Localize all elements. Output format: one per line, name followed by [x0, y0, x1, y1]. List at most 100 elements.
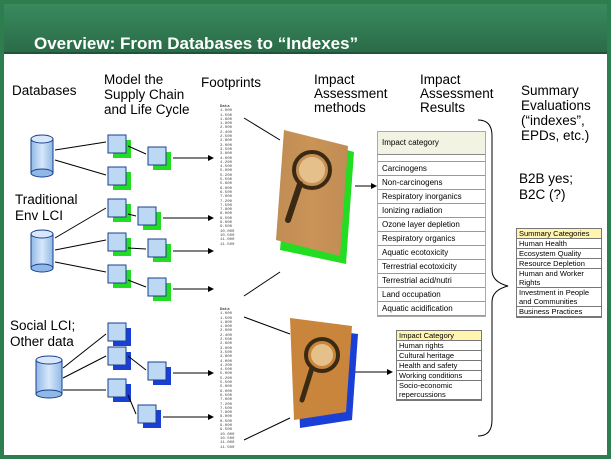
table-row: Health and safety	[397, 361, 481, 371]
footprint-value: 9.500	[220, 225, 233, 230]
table-row: Human rights	[397, 341, 481, 351]
footprint-value: 5.200	[220, 173, 233, 178]
footprint-value: 7.800	[220, 208, 233, 213]
table-row: Socio-economic repercussions	[397, 381, 481, 400]
footprint-value: 4.200	[220, 363, 233, 368]
table-row: Working conditions	[397, 371, 481, 381]
label-b2b-1: B2B yes;	[519, 171, 574, 186]
footprint-value: 5.200	[220, 376, 233, 381]
label-social-2: Other data	[10, 334, 74, 349]
database-cylinder-3	[35, 355, 63, 399]
header-summary-4: EPDs, etc.)	[521, 128, 590, 143]
slide-title: Overview: From Databases to “Indexes”	[34, 34, 359, 53]
header-methods-1: Impact	[314, 72, 355, 87]
footprint-value: 2.400	[220, 130, 233, 135]
footprint-value: 7.200	[220, 199, 233, 204]
footprint-value: 4.500	[220, 165, 233, 170]
header-model-3: and Life Cycle	[104, 102, 190, 117]
table-row: Terrestrial acid/nutri	[378, 274, 485, 288]
footprint-value: 2.500	[220, 338, 233, 343]
title-bar	[4, 4, 607, 54]
table-row: Ionizing radiation	[378, 204, 485, 218]
social-supply-chain-boxes	[107, 322, 171, 428]
footprint-value: 8.500	[220, 216, 233, 221]
footprint-value: 2.400	[220, 333, 233, 338]
header-results-3: Results	[420, 100, 466, 115]
footprint-value: 1.500	[220, 316, 233, 321]
footprint-value: 11.500	[220, 445, 235, 450]
footprint-value: 3.000	[220, 143, 233, 148]
header-databases: Databases	[12, 83, 77, 98]
footprint-arrows	[163, 155, 214, 420]
footprint-value: 7.500	[220, 406, 233, 411]
label-traditional-2: Env LCI	[15, 208, 64, 223]
header-model-2: Supply Chain	[104, 87, 185, 102]
footprint-value: 7.200	[220, 402, 233, 407]
header-model-1: Model the	[104, 72, 164, 87]
footprint-value: 1.800	[220, 117, 233, 122]
footprint-value: 3.500	[220, 350, 233, 355]
footprint-value: 6.500	[220, 190, 233, 195]
footprint-value: 3.800	[220, 152, 233, 157]
footprint-value: 10.500	[220, 233, 235, 238]
table-row: Non-carcinogens	[378, 176, 485, 190]
table-row: Cultural heritage	[397, 351, 481, 361]
header-summary-3: (“indexes”,	[521, 113, 585, 128]
footprint-value: 1.000	[220, 312, 233, 317]
footprint-value: 9.500	[220, 428, 233, 433]
header-methods-3: methods	[314, 100, 366, 115]
table-row: Human Health	[517, 239, 601, 249]
footprint-social-header: Data	[220, 308, 230, 312]
footprint-value: 7.800	[220, 411, 233, 416]
database-cylinder-2	[30, 229, 54, 273]
footprint-value: 4.500	[220, 368, 233, 373]
footprint-value: 7.500	[220, 203, 233, 208]
footprint-value: 1.900	[220, 325, 233, 330]
header-footprints: Footprints	[201, 75, 262, 90]
footprint-value: 6.000	[220, 389, 233, 394]
label-b2b-2: B2C (?)	[519, 187, 566, 202]
env-supply-chain-boxes	[107, 134, 171, 301]
footprint-value: 1.000	[220, 109, 233, 114]
footprint-value: 10.500	[220, 436, 235, 441]
magnifier-picture-social	[290, 318, 358, 428]
table-row: Resource Depletion	[517, 259, 601, 269]
table-row: Ecosystem Quality	[517, 249, 601, 259]
table-row: Aquatic ecotoxicity	[378, 246, 485, 260]
header-summary-1: Summary	[521, 83, 579, 98]
footprint-env-header: Data	[220, 105, 230, 109]
footprint-value: 3.500	[220, 147, 233, 152]
footprint-value: 4.000	[220, 359, 233, 364]
footprint-value: 3.800	[220, 355, 233, 360]
footprint-value: 1.500	[220, 113, 233, 118]
summary-table-header: Summary Categories	[517, 229, 601, 239]
table-row: Terrestrial ecotoxicity	[378, 260, 485, 274]
method-connectors	[243, 117, 291, 441]
header-results-1: Impact	[420, 72, 461, 87]
footprint-value: 8.000	[220, 212, 233, 217]
magnifier-picture-env	[276, 130, 354, 264]
social-impact-table-header: Impact Category	[397, 331, 481, 341]
footprint-value: 9.000	[220, 424, 233, 429]
footprint-value: 11.000	[220, 238, 235, 243]
footprint-value: 2.000	[220, 126, 233, 131]
summary-bracket	[477, 119, 509, 437]
footprint-value: 8.500	[220, 419, 233, 424]
footprint-value: 2.800	[220, 342, 233, 347]
footprint-value: 7.000	[220, 398, 233, 403]
footprint-value: 2.000	[220, 329, 233, 334]
footprint-value: 4.200	[220, 160, 233, 165]
header-methods-2: Assessment	[314, 86, 388, 101]
table-row: Respiratory organics	[378, 232, 485, 246]
footprint-value: 5.000	[220, 169, 233, 174]
label-social-1: Social LCI;	[10, 318, 76, 333]
header-summary-2: Evaluations	[521, 98, 591, 113]
footprint-value: 1.800	[220, 320, 233, 325]
